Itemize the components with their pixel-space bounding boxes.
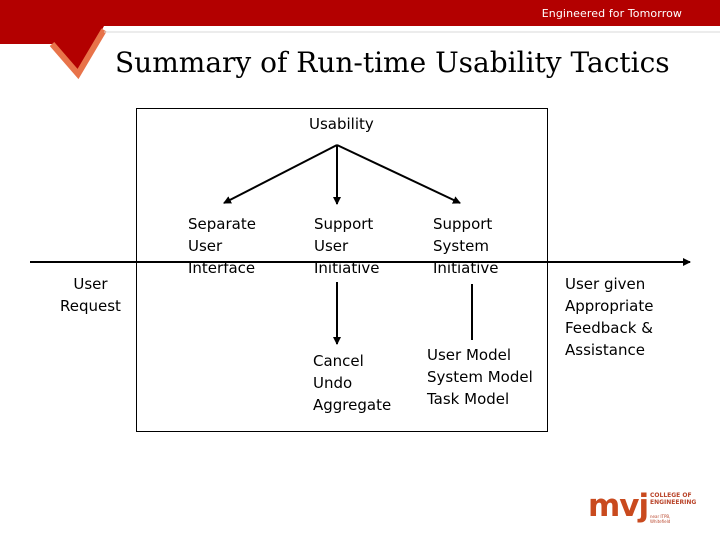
tactic-system-initiative: Support System Initiative xyxy=(433,215,499,277)
detail-cancel-undo: Cancel Undo Aggregate xyxy=(313,352,392,414)
slide-title: Summary of Run-time Usability Tactics xyxy=(115,46,670,79)
detail-models: User Model System Model Task Model xyxy=(427,346,533,408)
arrow-to-system-initiative xyxy=(336,144,461,204)
chevron-mark xyxy=(49,28,107,80)
arrow-to-separate-ui xyxy=(223,144,338,204)
usability-box xyxy=(136,108,548,432)
tactic-user-initiative: Support User Initiative xyxy=(314,215,380,277)
user-request-label: User Request xyxy=(60,275,121,315)
tactic-separate-ui: Separate User Interface xyxy=(188,215,256,277)
tagline: Engineered for Tomorrow xyxy=(541,7,682,20)
feedback-label: User given Appropriate Feedback & Assist… xyxy=(565,275,654,359)
header-banner xyxy=(0,0,720,80)
banner-shape xyxy=(0,0,720,74)
logo-mark: mvj xyxy=(588,488,649,524)
logo-sub: near ITPB, Whitefield xyxy=(650,514,671,524)
usability-label: Usability xyxy=(309,115,374,133)
mvj-college-logo: mvj COLLEGE OF ENGINEERING near ITPB, Wh… xyxy=(588,488,696,528)
logo-name: COLLEGE OF ENGINEERING xyxy=(650,492,697,506)
